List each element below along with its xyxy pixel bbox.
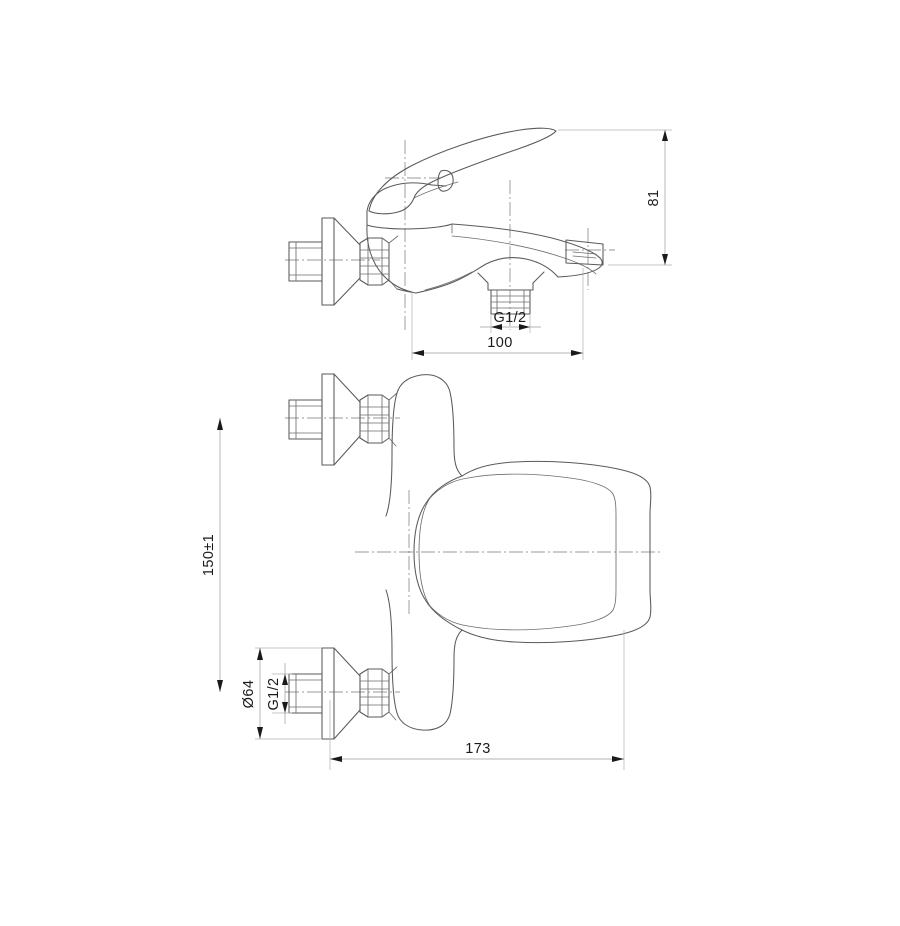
dimension-label-173: 173 bbox=[465, 741, 490, 757]
front-wall-connector-bottom bbox=[288, 647, 398, 740]
side-view-centerlines bbox=[285, 140, 615, 330]
front-mixer-body bbox=[385, 374, 463, 731]
side-wall-connector bbox=[288, 217, 399, 306]
front-view-centerlines bbox=[285, 417, 660, 693]
dimension-height-81: 81 bbox=[558, 129, 672, 266]
side-lever-handle bbox=[368, 127, 557, 215]
dimension-label-150: 150±1 bbox=[201, 534, 217, 576]
front-lever-handle bbox=[413, 460, 652, 644]
front-elevation-view: 150±1 Ø64 G1/2 173 bbox=[201, 373, 660, 770]
dimension-label-g12-top: G1/2 bbox=[493, 310, 526, 326]
side-aerator bbox=[565, 239, 604, 266]
dimension-centers-150: 150±1 bbox=[201, 418, 223, 692]
dimension-thread-g12-bottom: G1/2 bbox=[266, 663, 292, 724]
dimension-projection-100: 100 bbox=[411, 268, 584, 360]
dimension-flange-diameter-64: Ø64 bbox=[241, 647, 322, 740]
side-elevation-view: 81 G1/2 100 bbox=[285, 127, 672, 360]
front-wall-connector-top bbox=[288, 373, 398, 466]
dimension-label-dia64: Ø64 bbox=[241, 680, 257, 709]
dimension-label-g12-bottom: G1/2 bbox=[266, 677, 282, 710]
dimension-label-100: 100 bbox=[487, 335, 512, 351]
side-shower-outlet bbox=[477, 271, 545, 315]
dimension-thread-g12-top: G1/2 bbox=[480, 310, 541, 333]
dimension-width-173: 173 bbox=[329, 630, 625, 770]
side-mixer-body bbox=[366, 182, 453, 294]
dimension-label-81: 81 bbox=[646, 190, 662, 207]
side-spout bbox=[415, 223, 603, 294]
